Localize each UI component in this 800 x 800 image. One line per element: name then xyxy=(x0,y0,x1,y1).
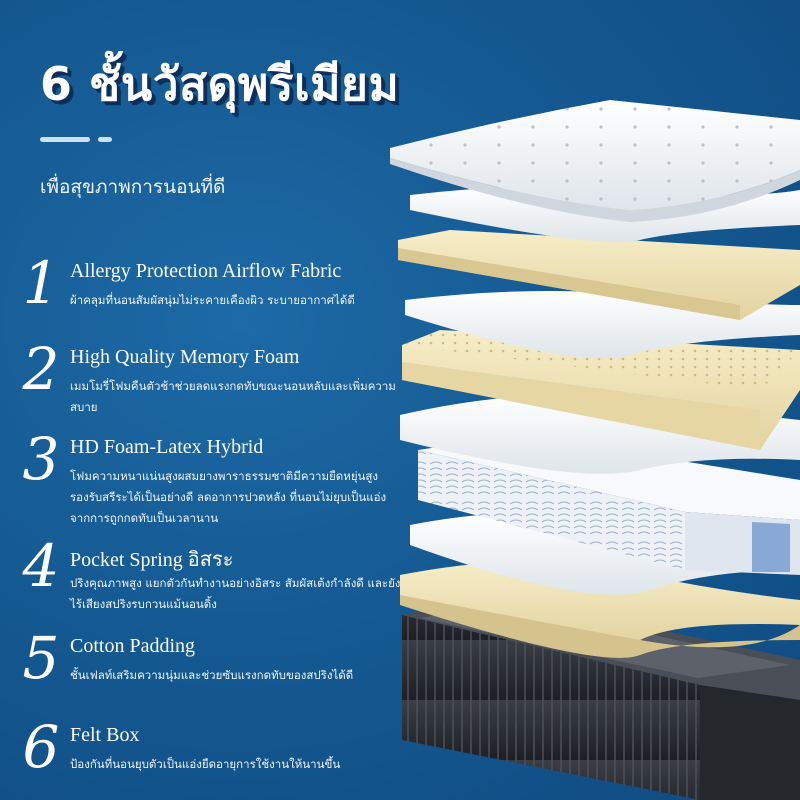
white-felt-layer xyxy=(410,512,800,595)
layer-number: 1 xyxy=(22,249,60,317)
layer-number: 5 xyxy=(22,624,60,692)
layer-number: 3 xyxy=(22,425,60,493)
layer-title: Felt Box xyxy=(70,724,140,746)
layer-description: ผ้าคลุมที่นอนสัมผัสนุ่มไม่ระคายเคืองผิว … xyxy=(70,293,355,307)
mattress-layers-illustration xyxy=(390,100,800,800)
page-subtitle: เพื่อสุขภาพการนอนที่ดี xyxy=(40,176,226,198)
layer-description: เมมโมรี่โฟมคืนตัวช้าช่วยลดแรงกดทับขณะนอน… xyxy=(70,379,396,414)
layer-title: Pocket Spring อิสระ xyxy=(70,549,234,571)
page-title: 6 ชั้นวัสดุพรีเมียม xyxy=(40,57,400,111)
layer-number: 4 xyxy=(22,532,60,600)
layer-number: 6 xyxy=(22,713,60,781)
layer-title: Allergy Protection Airflow Fabric xyxy=(70,260,342,282)
layer-description: ปริงคุณภาพสูง แยกตัวกันทำงานอย่างอิสระ ส… xyxy=(70,576,401,611)
accent-bar-long xyxy=(40,137,90,142)
layer-title: High Quality Memory Foam xyxy=(70,346,300,368)
layer-number: 2 xyxy=(22,335,60,403)
airflow-fabric-top-layer xyxy=(390,100,800,222)
layer-description: ป้องกันที่นอนยุบตัวเป็นแอ่งยืดอายุการใช้… xyxy=(70,757,341,771)
accent-bar-short xyxy=(98,137,112,142)
layer-title: HD Foam-Latex Hybrid xyxy=(70,436,264,458)
layer-title: Cotton Padding xyxy=(70,635,196,657)
memory-foam-layer xyxy=(402,330,800,450)
cream-foam-layer xyxy=(398,230,800,320)
layer-description: โฟมความหนาแน่นสูงผสมยางพาราธรรมชาติมีควา… xyxy=(70,469,387,525)
layer-description: ชั้นเฟลท์เสริมความนุ่มและช่วยซับแรงกดทับ… xyxy=(70,668,354,682)
cotton-padding-layer xyxy=(400,561,800,658)
